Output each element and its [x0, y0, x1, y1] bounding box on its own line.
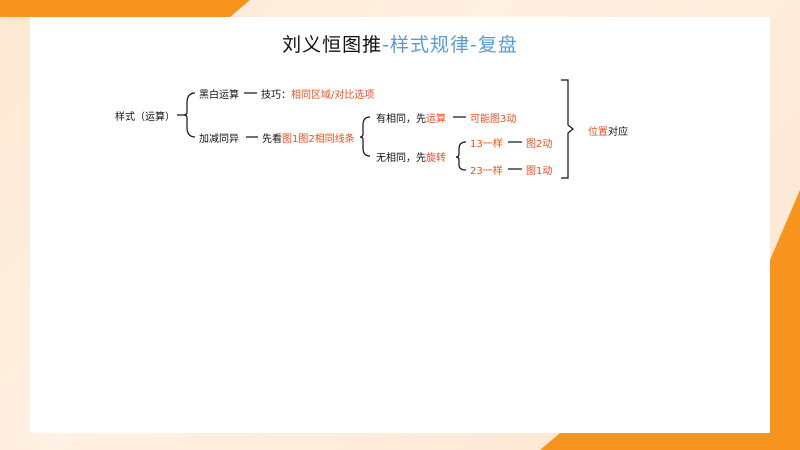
case-diff-highlight: 旋转: [426, 153, 446, 164]
slide-card: [30, 17, 770, 433]
case-diff: 无相同，先旋转: [376, 149, 446, 164]
sub2-result: 图1动: [526, 166, 553, 177]
decor-right-shape: [770, 190, 800, 450]
case-bracket: [359, 116, 371, 157]
branch2-step-prefix: 先看: [262, 134, 282, 145]
case-same-prefix: 有相同，先: [376, 114, 426, 125]
page-title: 刘义恒图推-样式规律-复盘: [0, 30, 800, 57]
sub1-label: 13一样: [470, 139, 503, 150]
branch2-step: 先看图1图2相同线条: [262, 130, 355, 145]
conclusion-suffix: 对应: [608, 127, 628, 138]
case-diff-prefix: 无相同，先: [376, 153, 426, 164]
title-sub: -样式规律-复盘: [382, 34, 518, 56]
main-bracket: [183, 92, 196, 138]
decor-top-left-shape: [0, 0, 250, 17]
title-main: 刘义恒图推: [282, 34, 383, 56]
branch1-tip-prefix: 技巧：: [261, 90, 291, 101]
conclusion-highlight: 位置: [588, 127, 608, 138]
root-node: 样式（运算）: [115, 112, 175, 123]
branch2-label: 加减同异: [199, 134, 239, 145]
sub-bracket: [455, 141, 467, 171]
branch2-step-highlight: 图1图2相同线条: [282, 134, 355, 145]
conclusion: 位置对应: [588, 123, 628, 138]
branch1-tip-highlight: 相同区域/对比选项: [291, 90, 375, 101]
sub2-label: 23一样: [470, 166, 503, 177]
case-same: 有相同，先运算: [376, 110, 446, 125]
branch1-tip: 技巧：相同区域/对比选项: [261, 86, 374, 101]
case-same-result: 可能图3动: [470, 114, 517, 125]
right-bracket: [561, 79, 574, 179]
sub1-result: 图2动: [526, 139, 553, 150]
branch1-label: 黑白运算: [199, 90, 239, 101]
case-same-highlight: 运算: [426, 114, 446, 125]
decor-bottom-right-shape: [540, 430, 800, 450]
